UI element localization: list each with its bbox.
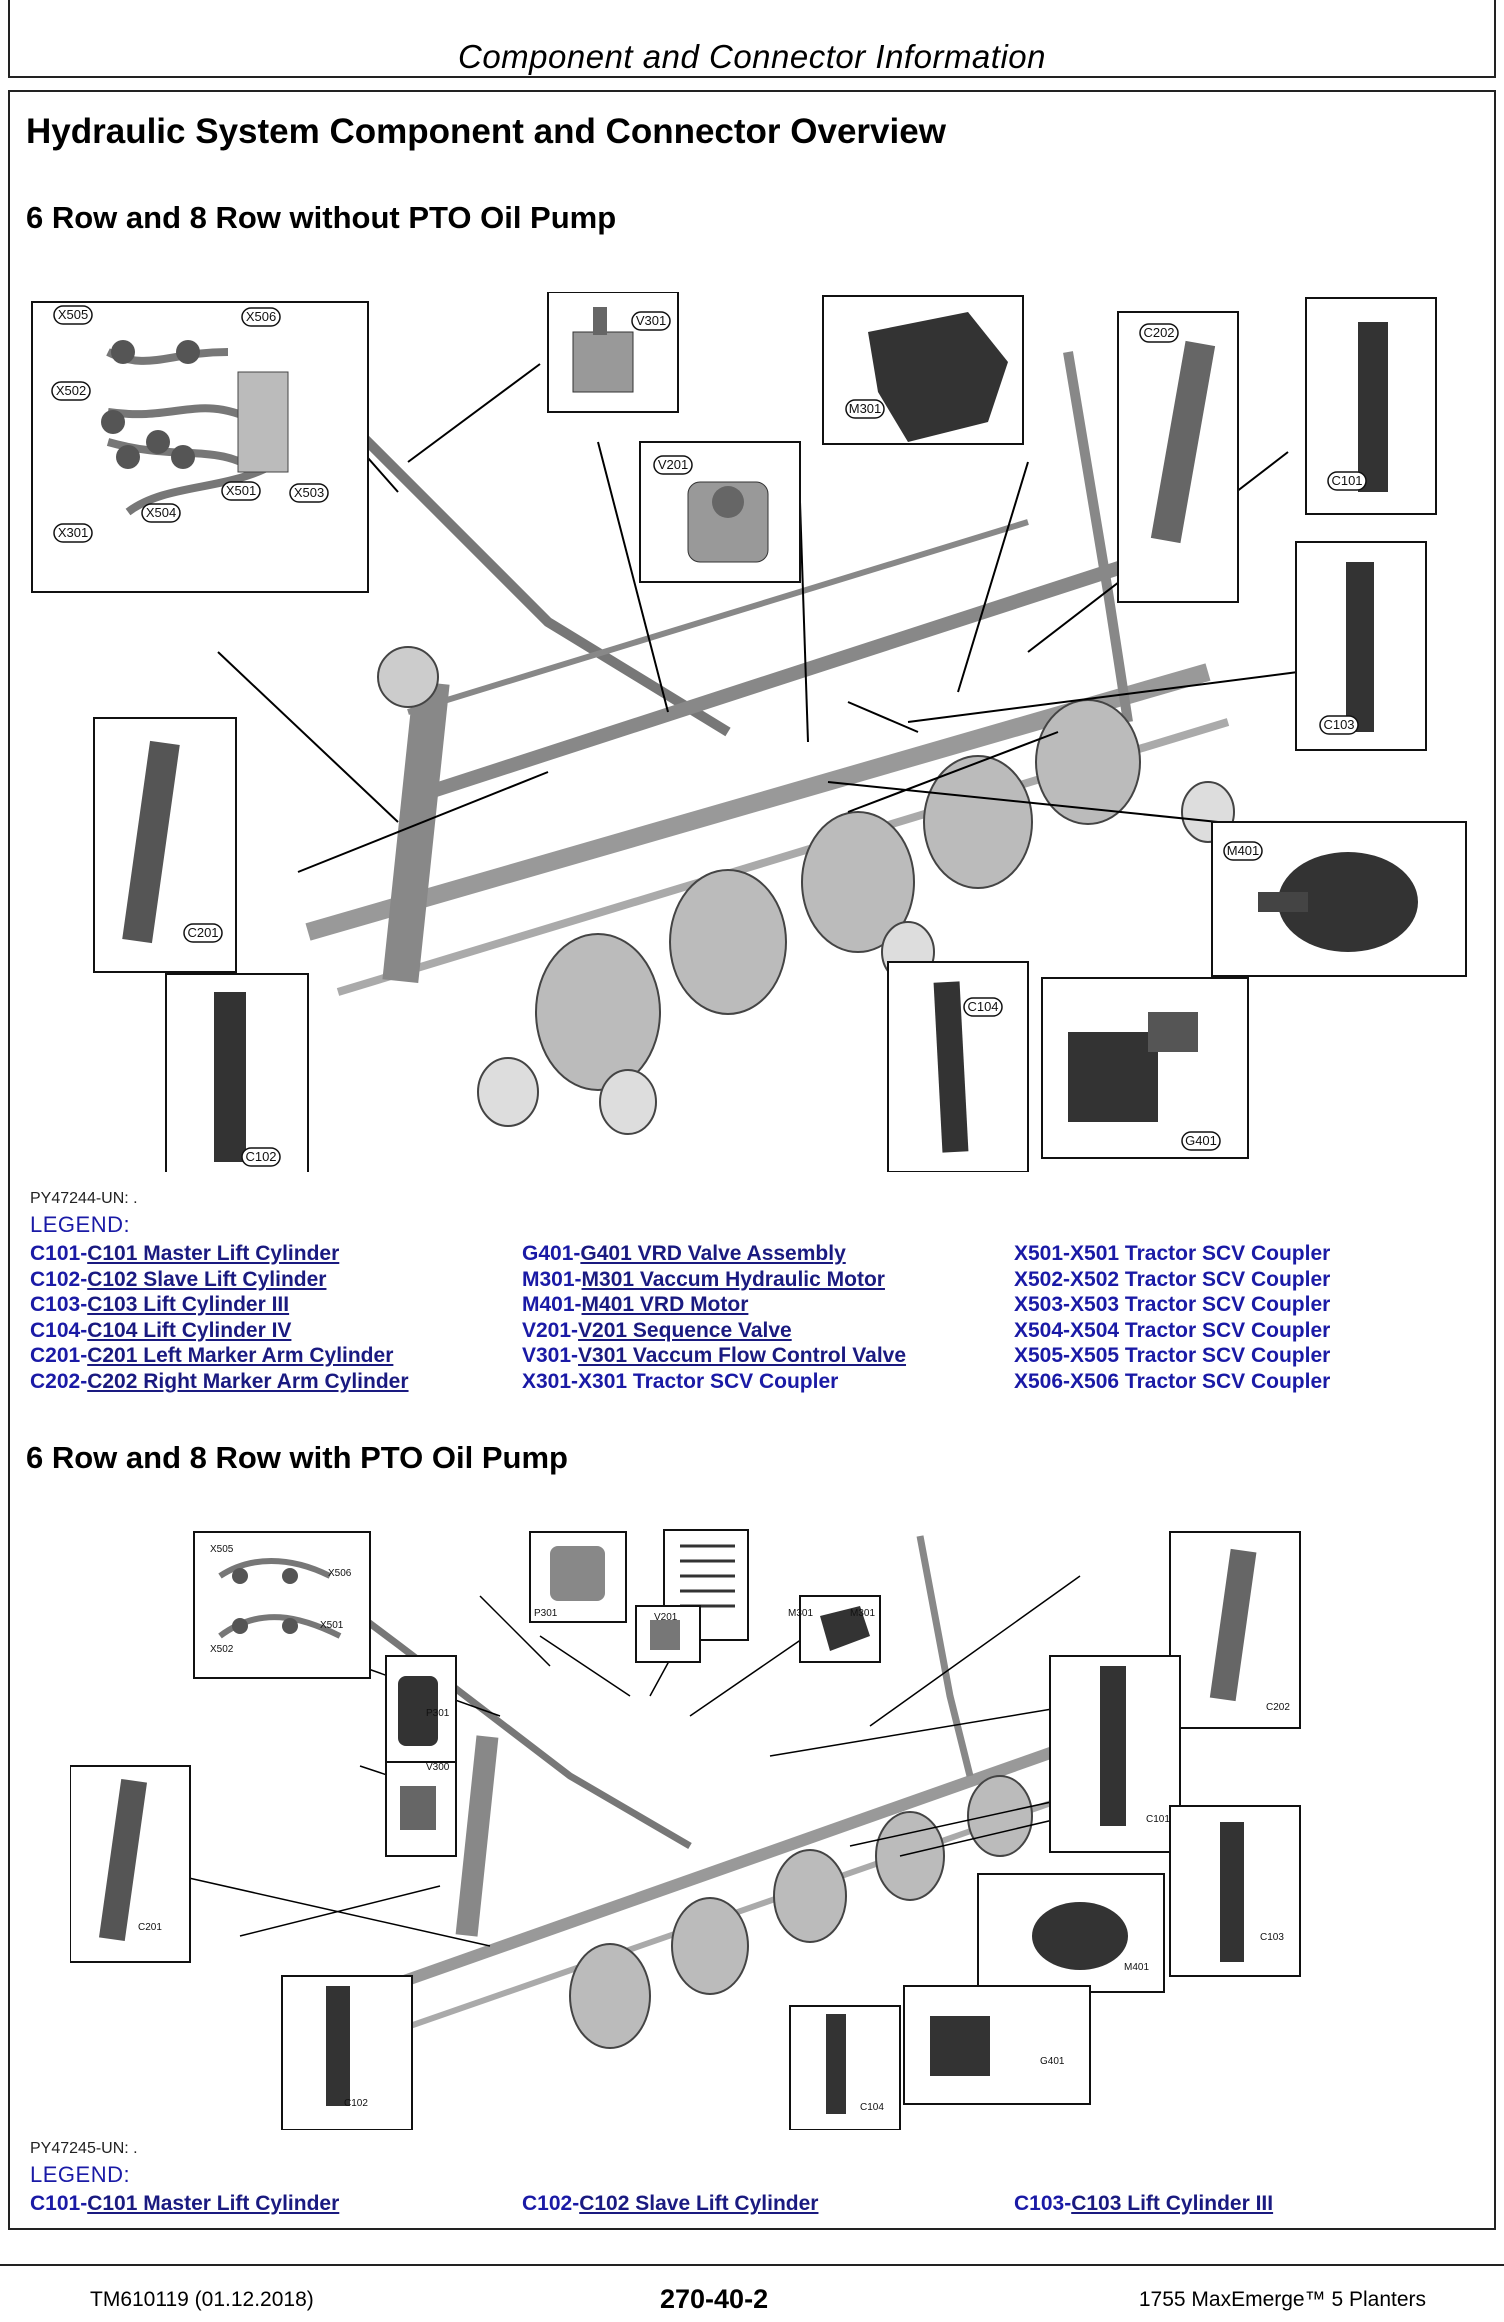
figure-id-2: PY47245-UN: . bbox=[30, 2140, 138, 2157]
callout-x502: X502 bbox=[56, 383, 86, 398]
legend-item-x501: X501-X501 Tractor SCV Coupler bbox=[1014, 1242, 1331, 1265]
callout-x506: X506 bbox=[246, 309, 276, 324]
page-footer: TM610119 (01.12.2018) 270-40-2 1755 MaxE… bbox=[0, 2264, 1504, 2322]
svg-text:X506: X506 bbox=[328, 1568, 352, 1579]
callout-x301: X301 bbox=[58, 525, 88, 540]
figure-hydraulic-with-pto: X505 X506 X502 X501 P301 V201 M301 M301 … bbox=[70, 1516, 1450, 2130]
callout-v201: V201 bbox=[658, 457, 688, 472]
legend-item-x301: X301-X301 Tractor SCV Coupler bbox=[522, 1369, 839, 1393]
callout-c104: C104 bbox=[967, 999, 998, 1014]
callout-c103: C103 bbox=[1323, 717, 1354, 732]
legend-item-c103[interactable]: C103-C103 Lift Cylinder III bbox=[30, 1293, 290, 1316]
footer-document-id: TM610119 (01.12.2018) bbox=[90, 2288, 314, 2311]
legend-2: C101-C101 Master Lift Cylinder C102-C102… bbox=[30, 2192, 1470, 2216]
callout-tags: X505 X506 X502 X501 X503 X301 X504 V301 … bbox=[51, 305, 1367, 1167]
legend-item-x505: X505-X505 Tractor SCV Coupler bbox=[1014, 1344, 1331, 1367]
legend-item-c101[interactable]: C101-C101 Master Lift Cylinder bbox=[30, 1242, 340, 1265]
figure-id-1: PY47244-UN: . bbox=[30, 1190, 138, 1207]
svg-text:X505: X505 bbox=[210, 1544, 234, 1555]
svg-text:V201: V201 bbox=[654, 1612, 678, 1623]
callout-x501: X501 bbox=[226, 483, 256, 498]
legend-item-c102[interactable]: C102-C102 Slave Lift Cylinder bbox=[30, 1267, 327, 1291]
section-title-with-pto: 6 Row and 8 Row with PTO Oil Pump bbox=[26, 1440, 568, 1475]
callout-x503: X503 bbox=[294, 485, 324, 500]
callout-m401: M401 bbox=[1227, 843, 1260, 858]
legend-item-v301[interactable]: V301-V301 Vaccum Flow Control Valve bbox=[522, 1344, 907, 1367]
svg-text:M401: M401 bbox=[1124, 1962, 1149, 1973]
svg-text:X501: X501 bbox=[320, 1620, 344, 1631]
planter-illustration-2: X505 X506 X502 X501 P301 V201 M301 M301 … bbox=[70, 1529, 1301, 2130]
svg-text:C202: C202 bbox=[1266, 1702, 1290, 1713]
content-frame bbox=[8, 90, 1496, 2230]
callout-c101: C101 bbox=[1331, 473, 1362, 488]
legend-item-c202[interactable]: C202-C202 Right Marker Arm Cylinder bbox=[30, 1369, 409, 1393]
legend-item-x503: X503-X503 Tractor SCV Coupler bbox=[1014, 1293, 1331, 1316]
callout-v301: V301 bbox=[636, 313, 666, 328]
svg-text:C102: C102 bbox=[344, 2098, 368, 2109]
inset-couplers bbox=[31, 301, 369, 593]
svg-text:P301: P301 bbox=[426, 1708, 450, 1719]
legend-item-c102-pto[interactable]: C102-C102 Slave Lift Cylinder bbox=[522, 2192, 819, 2215]
legend-item-c101-pto[interactable]: C101-C101 Master Lift Cylinder bbox=[30, 2192, 340, 2215]
svg-text:M301: M301 bbox=[850, 1608, 875, 1619]
callout-g401: G401 bbox=[1185, 1133, 1217, 1148]
legend-item-c104[interactable]: C104-C104 Lift Cylinder IV bbox=[30, 1318, 292, 1342]
svg-text:G401: G401 bbox=[1040, 2056, 1065, 2067]
callout-m301: M301 bbox=[849, 401, 882, 416]
header-frame bbox=[8, 0, 1496, 78]
section-title-without-pto: 6 Row and 8 Row without PTO Oil Pump bbox=[26, 200, 617, 235]
page-title: Hydraulic System Component and Connector… bbox=[26, 112, 946, 151]
callout-c202: C202 bbox=[1143, 325, 1174, 340]
legend-1: C101-C101 Master Lift Cylinder G401-G401… bbox=[30, 1242, 1470, 1393]
svg-text:P301: P301 bbox=[534, 1608, 558, 1619]
legend-label-2: LEGEND: bbox=[30, 2162, 131, 2187]
legend-item-g401[interactable]: G401-G401 VRD Valve Assembly bbox=[522, 1242, 846, 1265]
callout-c201: C201 bbox=[187, 925, 218, 940]
figure-hydraulic-without-pto: X505 X506 X502 X501 X503 X301 X504 V301 … bbox=[28, 292, 1468, 1172]
legend-label-1: LEGEND: bbox=[30, 1212, 131, 1237]
legend-item-m401[interactable]: M401-M401 VRD Motor bbox=[522, 1293, 749, 1316]
svg-text:C201: C201 bbox=[138, 1922, 162, 1933]
footer-page-number: 270-40-2 bbox=[660, 2284, 769, 2314]
legend-item-m301[interactable]: M301-M301 Vaccum Hydraulic Motor bbox=[522, 1267, 885, 1291]
callout-x504: X504 bbox=[146, 505, 176, 520]
callout-x505: X505 bbox=[58, 307, 88, 322]
svg-text:C103: C103 bbox=[1260, 1932, 1284, 1943]
svg-text:C104: C104 bbox=[860, 2102, 884, 2113]
legend-item-c201[interactable]: C201-C201 Left Marker Arm Cylinder bbox=[30, 1344, 394, 1367]
svg-text:V300: V300 bbox=[426, 1762, 450, 1773]
callout-c102: C102 bbox=[245, 1149, 276, 1164]
svg-text:M301: M301 bbox=[788, 1608, 813, 1619]
legend-item-x504: X504-X504 Tractor SCV Coupler bbox=[1014, 1318, 1331, 1342]
legend-item-v201[interactable]: V201-V201 Sequence Valve bbox=[522, 1318, 792, 1342]
planter-illustration-1: X505 X506 X502 X501 X503 X301 X504 V301 … bbox=[31, 292, 1467, 1172]
header-title: Component and Connector Information bbox=[457, 38, 1046, 75]
svg-text:C101: C101 bbox=[1146, 1814, 1170, 1825]
legend-item-x506: X506-X506 Tractor SCV Coupler bbox=[1014, 1369, 1331, 1393]
footer-product-name: 1755 MaxEmerge™ 5 Planters bbox=[1138, 2288, 1426, 2311]
legend-item-c103-pto[interactable]: C103-C103 Lift Cylinder III bbox=[1014, 2192, 1274, 2215]
svg-text:X502: X502 bbox=[210, 1644, 234, 1655]
legend-item-x502: X502-X502 Tractor SCV Coupler bbox=[1014, 1267, 1331, 1291]
